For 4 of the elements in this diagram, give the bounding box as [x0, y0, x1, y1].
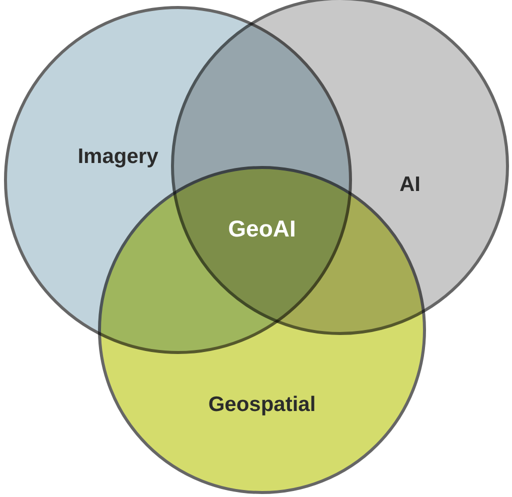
circle-label: AI	[400, 173, 420, 197]
circle-label: Geospatial	[208, 393, 316, 417]
intersection-label: GeoAI	[228, 216, 296, 242]
circle-label: Imagery	[78, 145, 158, 169]
